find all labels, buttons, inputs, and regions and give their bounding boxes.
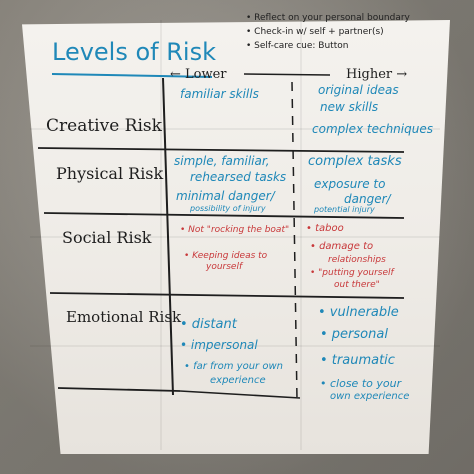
creative-higher-item: complex techniques <box>312 122 433 136</box>
note-check-in: • Check-in w/ self + partner(s) <box>246 27 384 37</box>
paper-fold <box>160 20 162 450</box>
emotional-lower-item: • far from your own <box>184 361 283 372</box>
physical-higher-item: exposure to <box>314 177 386 191</box>
scale-lower-label: ← Lower <box>170 67 227 82</box>
emotional-higher-item: • close to your <box>320 377 402 390</box>
physical-higher-item: potential injury <box>314 205 375 214</box>
row-label-emotional: Emotional Risk <box>66 308 182 326</box>
emotional-higher-item: own experience <box>330 391 410 402</box>
social-higher-item: • damage to <box>310 241 374 252</box>
emotional-higher-item: • personal <box>320 327 388 342</box>
note-reflect: • Reflect on your personal boundary <box>246 13 410 23</box>
row-label-physical: Physical Risk <box>56 164 164 183</box>
physical-lower-item: minimal danger/ <box>176 189 275 203</box>
row-label-social: Social Risk <box>62 228 152 247</box>
physical-higher-item: complex tasks <box>308 154 402 169</box>
physical-lower-item: rehearsed tasks <box>190 170 287 184</box>
emotional-lower-item: • impersonal <box>180 338 258 352</box>
paper-fold <box>30 345 440 347</box>
paper-fold <box>30 236 440 238</box>
social-higher-item: relationships <box>328 255 386 265</box>
physical-lower-item: possibility of injury <box>190 204 266 213</box>
note-self-care: • Self-care cue: Button <box>246 41 349 51</box>
social-lower-item: • Keeping ideas to <box>184 251 268 261</box>
emotional-higher-item: • traumatic <box>320 353 395 368</box>
scale-higher-label: Higher → <box>346 67 408 82</box>
row-label-creative: Creative Risk <box>46 116 162 136</box>
emotional-higher-item: • vulnerable <box>318 305 399 320</box>
emotional-lower-item: experience <box>210 375 266 386</box>
social-lower-item: • Not "rocking the boat" <box>180 225 290 235</box>
social-higher-item: out there" <box>334 280 380 290</box>
physical-higher-item: danger/ <box>344 192 391 206</box>
social-higher-item: • taboo <box>306 223 344 234</box>
social-lower-item: yourself <box>206 262 243 272</box>
creative-lower-item: familiar skills <box>180 87 259 101</box>
paper-fold <box>300 20 302 450</box>
creative-higher-item: new skills <box>320 100 379 114</box>
physical-lower-item: simple, familiar, <box>174 154 270 168</box>
chart-title: Levels of Risk <box>52 38 216 66</box>
emotional-lower-item: • distant <box>180 317 237 332</box>
social-higher-item: • "putting yourself <box>310 268 394 278</box>
paper-fold <box>30 128 440 130</box>
creative-higher-item: original ideas <box>318 83 399 97</box>
chart-paper <box>22 20 450 454</box>
